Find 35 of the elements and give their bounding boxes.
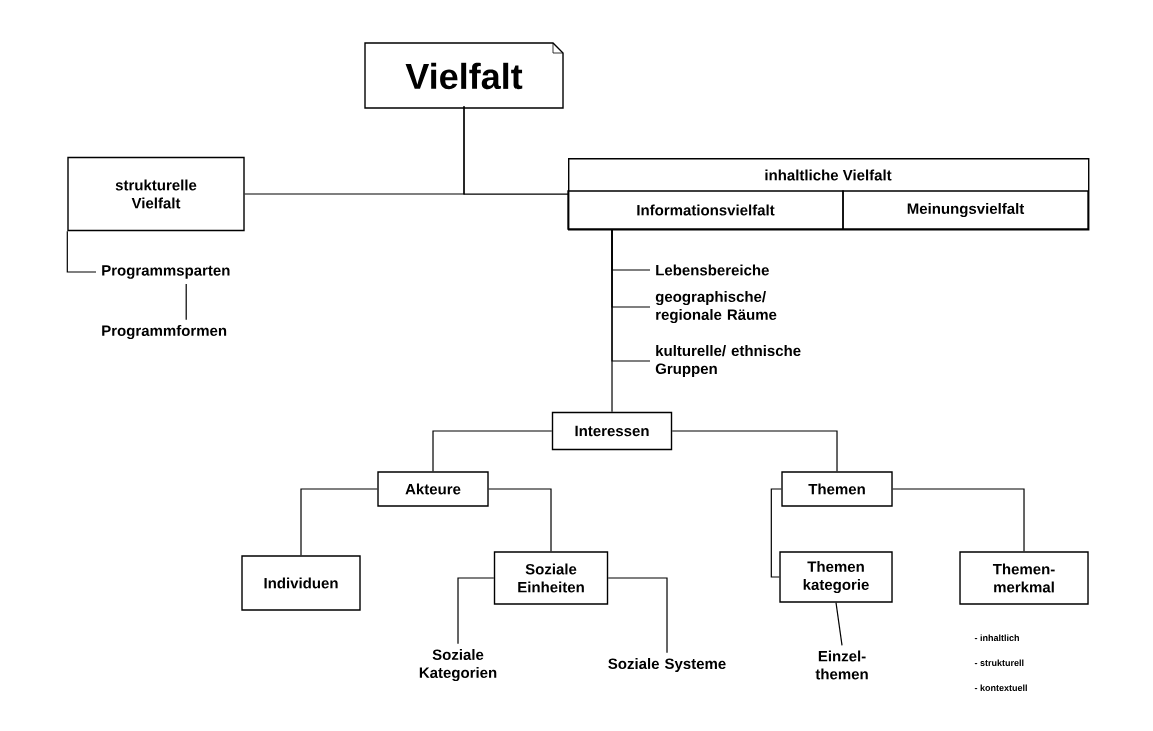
connector-line — [185, 283, 187, 321]
connector-line — [488, 488, 552, 552]
process-box: Themen- merkmal — [959, 551, 1089, 605]
connector-line — [607, 577, 668, 654]
process-box: Soziale Einheiten — [493, 551, 609, 605]
list-item: - strukturell — [974, 659, 1024, 666]
connector-line — [432, 430, 553, 472]
label-text: Programmformen — [102, 325, 227, 340]
process-box: Akteure — [377, 471, 489, 507]
list-item: - kontextuell — [974, 684, 1027, 691]
label-text: Lebensbereiche — [656, 264, 769, 276]
connector-line — [457, 577, 495, 645]
table-cell: Informationsvielfalt — [567, 190, 844, 230]
label-text: geographische/ regionale Räume — [655, 291, 777, 324]
process-box: Interessen — [551, 411, 673, 451]
document-box: Vielfalt — [364, 42, 564, 109]
connector-line — [300, 488, 378, 556]
process-box: Themen kategorie — [779, 551, 893, 603]
list-item: - inhaltlich — [974, 634, 1019, 641]
connector-line — [671, 430, 838, 472]
process-box: Individuen — [241, 555, 361, 611]
label-text: Programmsparten — [102, 265, 230, 279]
connector-line — [892, 488, 1025, 552]
connector-line — [66, 230, 97, 273]
label-text: Einzel- themen — [815, 650, 868, 680]
table-cell: Meinungsvielfalt — [842, 190, 1089, 230]
label-text: kulturelle/ ethnische Gruppen — [655, 345, 801, 377]
process-box: Themen — [781, 471, 893, 507]
connector-line — [463, 105, 569, 195]
connector-line — [611, 229, 613, 413]
label-text: Soziale Kategorien — [419, 649, 497, 682]
connector-line — [770, 488, 782, 578]
label-text: Soziale Systeme — [608, 658, 726, 672]
process-box: strukturelle Vielfalt — [67, 156, 245, 232]
connector-line — [835, 602, 843, 646]
